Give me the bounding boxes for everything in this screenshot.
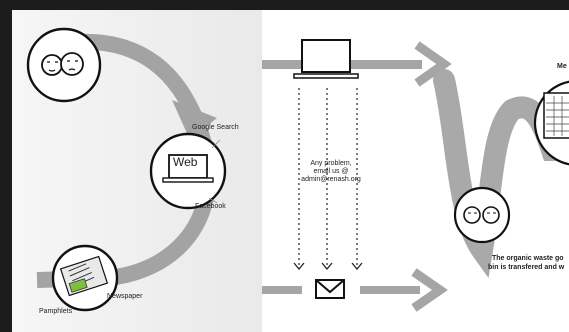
web-label: Web <box>173 155 198 169</box>
process-diagram: Google Search Web Facebook Newspaper Pam… <box>12 10 569 332</box>
middle-laptop-icon <box>293 39 359 79</box>
bottom-arrowhead <box>411 268 448 312</box>
clipboard-circle <box>533 80 569 166</box>
envelope-icon <box>315 279 345 299</box>
top-arrowhead <box>414 41 452 87</box>
contact-line-1: Any problem, <box>310 160 352 167</box>
bottom-arrow-shaft-2 <box>360 286 420 294</box>
newspaper-label: Newspaper <box>107 293 143 300</box>
bottom-arrow-shaft <box>262 286 302 294</box>
contact-line-2: email us @ <box>313 168 349 176</box>
newspaper-icon <box>59 255 109 297</box>
right-caption-line-1: The organic waste go <box>492 255 564 262</box>
contact-text: Any problem, email us @ admin@renash.org <box>291 160 371 184</box>
right-caption-line-2: bin is transfered and w <box>488 264 565 271</box>
pamphlets-label: Pamphlets <box>39 308 73 315</box>
web-circle <box>149 132 227 210</box>
loop-arrowhead <box>172 100 217 140</box>
google-search-label: Google Search <box>192 124 239 131</box>
right-title-partial: Me <box>557 63 567 70</box>
web-label-connector <box>208 139 221 204</box>
diagram-canvas <box>12 10 569 332</box>
checklist-icon <box>543 92 569 139</box>
contact-line-3: admin@renash.org <box>301 176 361 184</box>
dashed-arrowheads <box>293 262 363 271</box>
faces-circle <box>26 27 102 103</box>
facebook-label: Facebook <box>195 203 226 210</box>
dashed-arrows <box>298 88 358 268</box>
newspaper-circle <box>51 244 119 312</box>
right-faces-circle <box>453 186 511 244</box>
